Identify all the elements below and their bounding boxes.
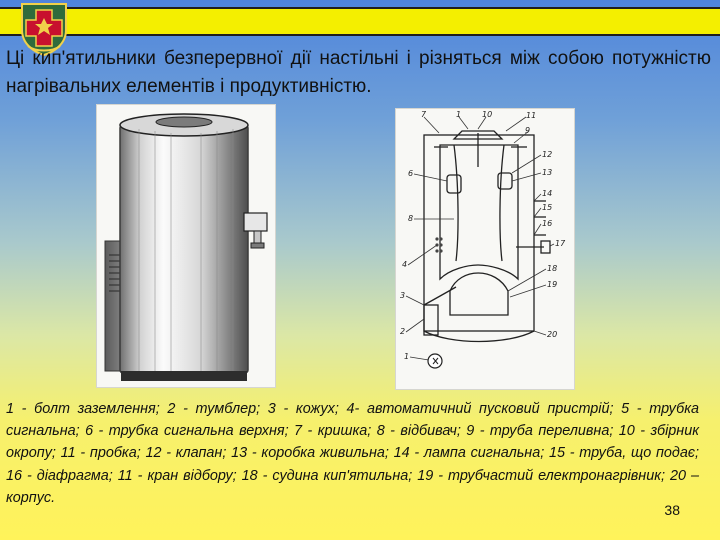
boiler-photo (96, 104, 276, 388)
diagram-label-10: 10 (482, 110, 492, 119)
diagram-label-1b: 1 (404, 352, 409, 361)
diagram-label-3: 3 (400, 291, 405, 300)
military-emblem-icon (21, 3, 67, 56)
diagram-label-12: 12 (542, 150, 552, 159)
diagram-label-7: 7 (421, 110, 427, 119)
diagram-label-19: 19 (547, 280, 557, 289)
diagram-label-8: 8 (408, 214, 413, 223)
title-band (0, 7, 720, 36)
page-number: 38 (664, 502, 680, 518)
diagram-label-16: 16 (542, 219, 552, 228)
boiler-diagram: 7 1 10 11 9 12 6 13 14 15 8 17 16 4 18 1… (395, 108, 575, 390)
diagram-label-4: 4 (402, 260, 407, 269)
diagram-label-9: 9 (525, 126, 530, 135)
diagram-label-18: 18 (547, 264, 557, 273)
diagram-label-1: 1 (456, 110, 461, 119)
diagram-label-6: 6 (408, 169, 413, 178)
diagram-label-13: 13 (542, 168, 552, 177)
diagram-label-14: 14 (542, 189, 552, 198)
diagram-label-17: 17 (555, 239, 566, 248)
slide-heading: Ці кип'ятильники безперервної дії настіл… (6, 48, 711, 97)
diagram-label-15: 15 (542, 203, 552, 212)
diagram-label-2: 2 (400, 327, 405, 336)
diagram-label-20: 20 (547, 330, 557, 339)
diagram-legend: 1 - болт заземлення; 2 - тумблер; 3 - ко… (6, 401, 699, 506)
diagram-label-11: 11 (526, 111, 536, 120)
